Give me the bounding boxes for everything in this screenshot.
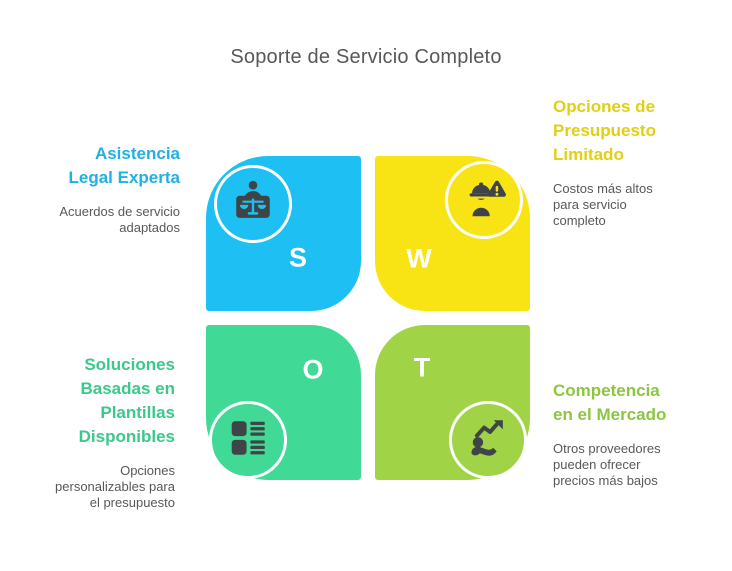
threats-text-block: Competencia en el Mercado Otros proveedo… — [553, 379, 718, 489]
threats-heading: Competencia en el Mercado — [553, 381, 667, 424]
strengths-heading: Asistencia Legal Experta — [68, 144, 181, 187]
opportunities-petal: O — [206, 325, 361, 480]
templates-list-icon — [225, 415, 271, 466]
weaknesses-petal: W — [375, 156, 530, 311]
threats-icon-badge — [449, 401, 527, 479]
opportunities-letter: O — [302, 354, 324, 385]
threats-description: Otros proveedores pueden ofrecer precios… — [553, 441, 661, 488]
legal-scales-icon — [230, 179, 276, 230]
weaknesses-icon-badge — [445, 161, 523, 239]
opportunities-icon-badge — [209, 401, 287, 479]
strengths-icon-badge — [214, 165, 292, 243]
strengths-petal: S — [206, 156, 361, 311]
weaknesses-heading: Opciones de Presupuesto Limitado — [553, 97, 656, 164]
strengths-letter: S — [288, 242, 308, 273]
strengths-description: Acuerdos de servicio adaptados — [59, 204, 180, 235]
opportunities-description: Opciones personalizables para el presupu… — [55, 463, 175, 510]
weaknesses-letter: W — [406, 243, 432, 274]
opportunities-text-block: Soluciones Basadas en Plantillas Disponi… — [17, 353, 175, 511]
page-title: Soporte de Servicio Completo — [230, 46, 502, 68]
strengths-text-block: Asistencia Legal Experta Acuerdos de ser… — [22, 142, 180, 236]
threats-letter: T — [413, 352, 431, 383]
opportunities-heading: Soluciones Basadas en Plantillas Disponi… — [78, 355, 175, 446]
weaknesses-description: Costos más altos para servicio completo — [553, 181, 653, 228]
worker-warning-icon — [461, 175, 507, 226]
threats-petal: T — [375, 325, 530, 480]
weaknesses-text-block: Opciones de Presupuesto Limitado Costos … — [553, 95, 711, 229]
market-growth-icon — [465, 415, 511, 466]
